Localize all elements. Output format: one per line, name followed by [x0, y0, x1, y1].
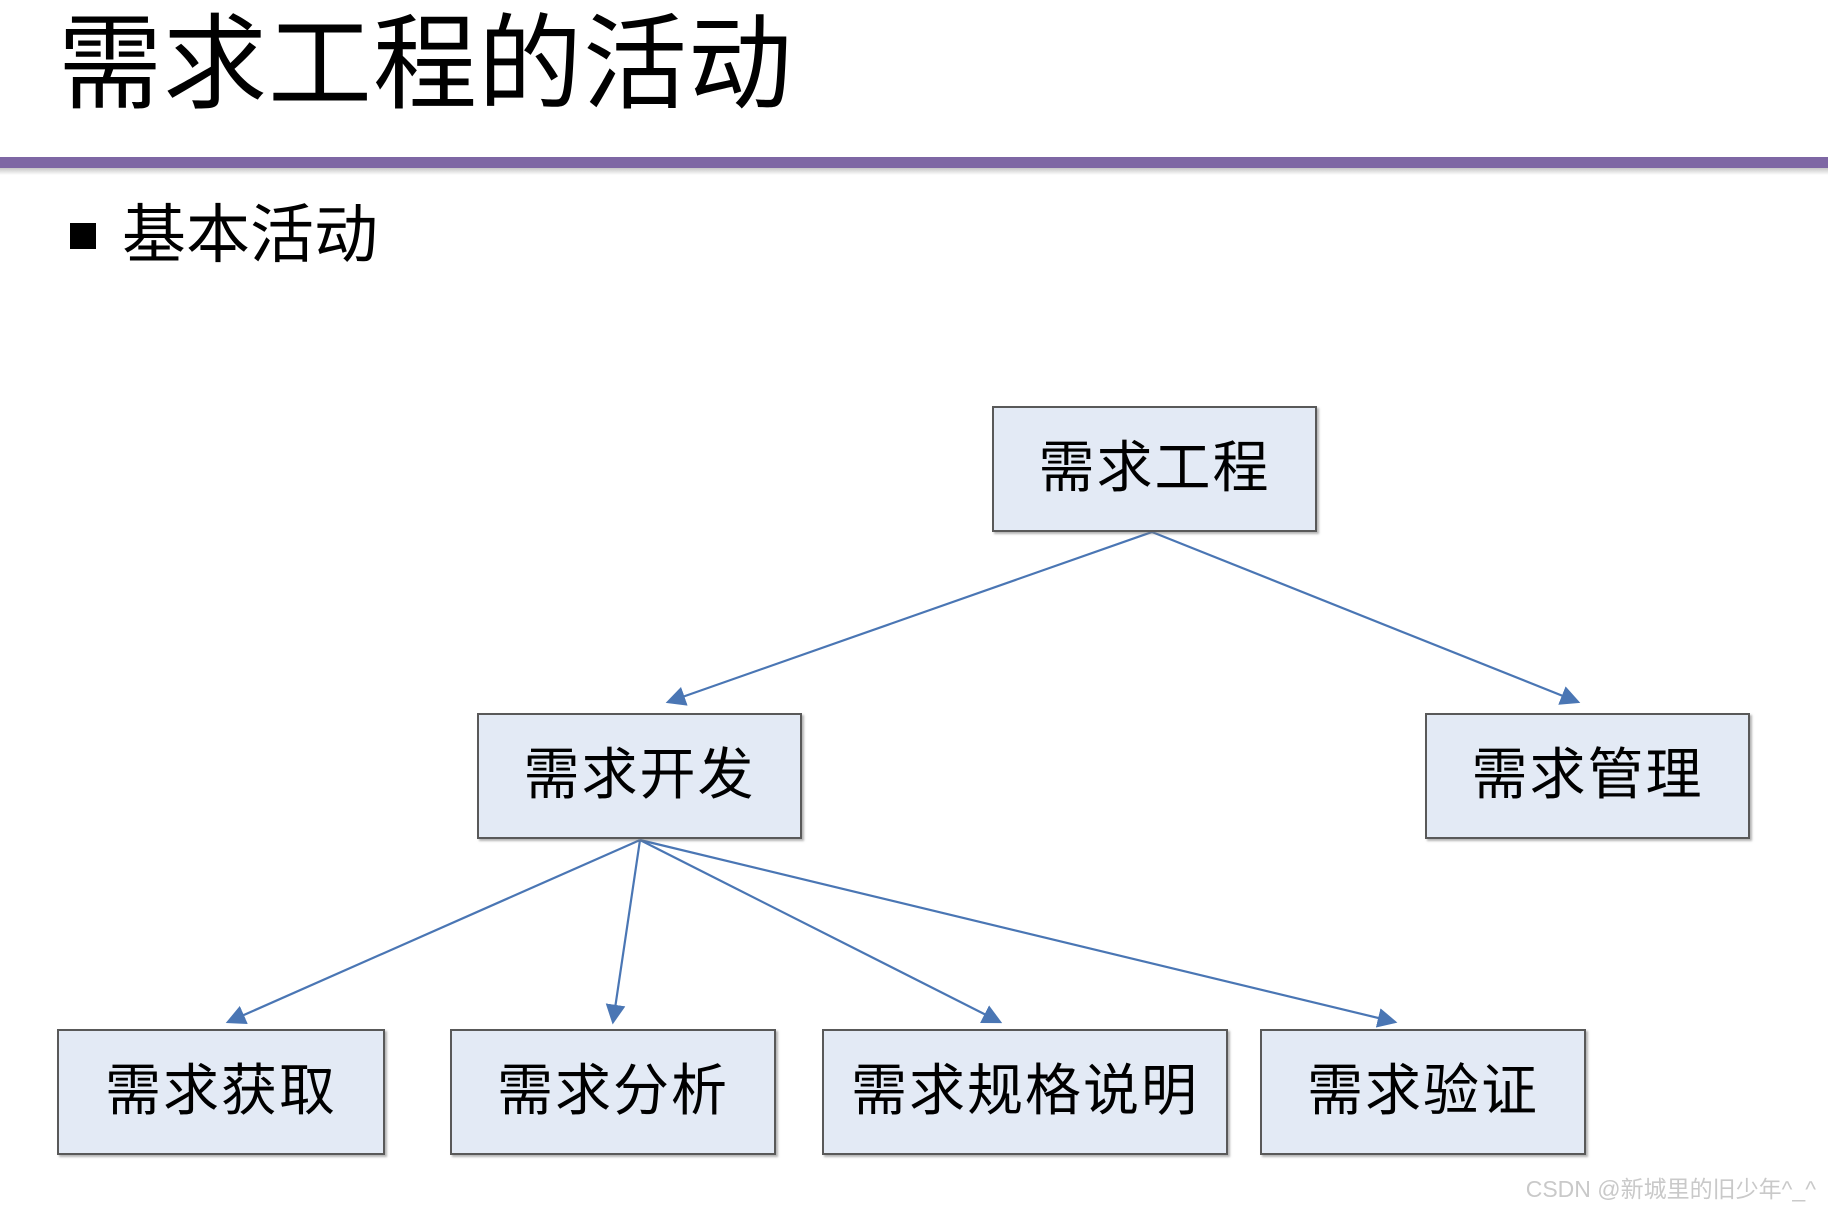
node-req-validation[interactable]: 需求验证 — [1260, 1029, 1586, 1155]
edge-development-to-validation — [639, 838, 1398, 1028]
bullet-item-label: 基本活动 — [122, 199, 378, 273]
node-req-management[interactable]: 需求管理 — [1425, 713, 1750, 839]
node-label: 需求分析 — [497, 1059, 729, 1124]
node-req-elicitation[interactable]: 需求获取 — [57, 1029, 385, 1155]
node-label: 需求规格说明 — [851, 1059, 1199, 1124]
node-label: 需求验证 — [1307, 1059, 1539, 1124]
title-divider — [0, 157, 1828, 168]
bullet-list-item: 基本活动 — [70, 198, 378, 274]
node-label: 需求开发 — [523, 743, 756, 808]
edge-engineering-to-development — [665, 530, 1153, 706]
page-title: 需求工程的活动 — [58, 3, 794, 125]
edge-development-to-analysis — [605, 839, 642, 1025]
node-req-development[interactable]: 需求开发 — [477, 713, 802, 839]
title-divider-shadow — [0, 168, 1828, 175]
node-label: 需求工程 — [1038, 436, 1271, 501]
edge-engineering-to-management — [1151, 530, 1581, 705]
node-label: 需求管理 — [1471, 743, 1704, 808]
node-req-engineering[interactable]: 需求工程 — [992, 406, 1317, 532]
node-req-analysis[interactable]: 需求分析 — [450, 1029, 776, 1155]
square-bullet-icon — [70, 223, 96, 249]
node-req-specification[interactable]: 需求规格说明 — [822, 1029, 1228, 1155]
node-label: 需求获取 — [105, 1059, 337, 1124]
watermark-text: CSDN @新城里的旧少年^_^ — [1525, 1176, 1816, 1202]
edge-development-to-specification — [639, 839, 1003, 1024]
edge-development-to-elicitation — [225, 838, 641, 1025]
